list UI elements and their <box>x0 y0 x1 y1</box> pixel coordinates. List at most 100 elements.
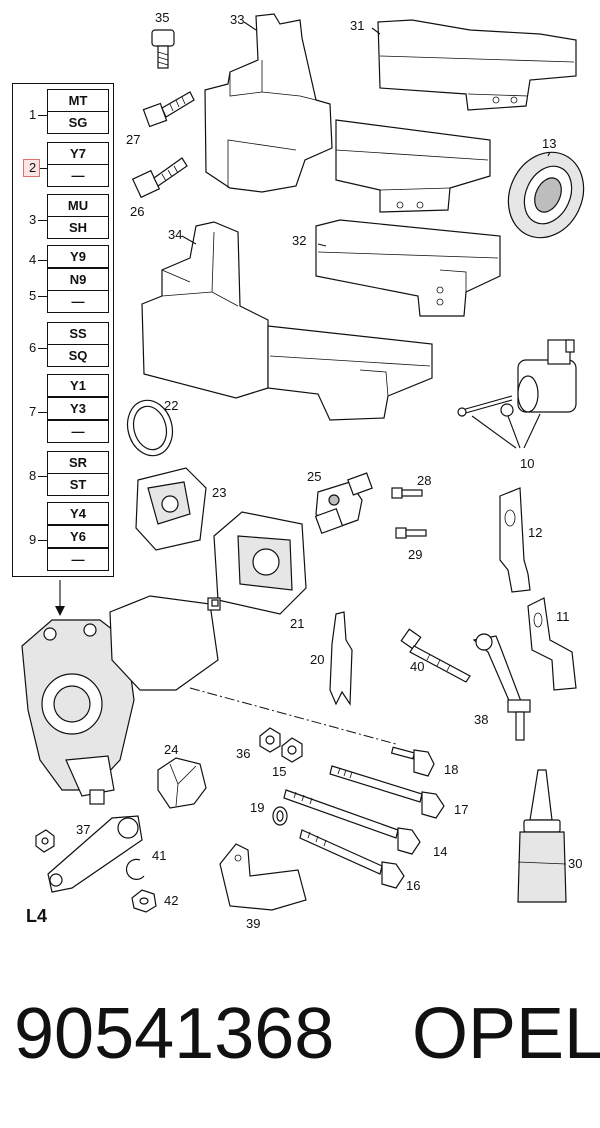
callout-11: 11 <box>556 609 570 624</box>
washer-19 <box>272 806 288 826</box>
pitman-arm-37 <box>47 815 143 893</box>
callout-16: 16 <box>406 878 420 893</box>
legend-code-y1: Y1 <box>47 374 109 397</box>
legend-code-y3: Y3 <box>47 397 109 420</box>
legend-num-4: 4 <box>29 252 37 267</box>
seal-ring-22 <box>126 399 174 457</box>
clip-41 <box>125 858 145 880</box>
callout-18: 18 <box>444 762 458 777</box>
option-code-legend <box>12 83 114 577</box>
legend-code-sh: SH <box>47 216 109 239</box>
legend-code-mu: MU <box>47 194 109 217</box>
callout-29: 29 <box>408 547 422 562</box>
callout-25: 25 <box>307 469 321 484</box>
callout-37: 37 <box>76 822 90 837</box>
bolt-16 <box>299 829 405 889</box>
legend-tick <box>38 476 47 477</box>
legend-tick <box>38 115 47 116</box>
callout-22: 22 <box>164 398 178 413</box>
legend-num-9: 9 <box>29 532 37 547</box>
tie-rod-38 <box>472 633 531 741</box>
legend-code-ss: SS <box>47 322 109 345</box>
legend-num-5: 5 <box>29 288 37 303</box>
callout-31: 31 <box>350 18 364 33</box>
callout-30: 30 <box>568 856 582 871</box>
diagram-label: L4 <box>26 906 47 926</box>
callout-40: 40 <box>410 659 424 674</box>
callout-42: 42 <box>164 893 178 908</box>
solenoid-10 <box>457 339 577 449</box>
legend-tick <box>38 220 47 221</box>
legend-tick <box>38 412 47 413</box>
legend-tick <box>38 348 47 349</box>
legend-num-8: 8 <box>29 468 37 483</box>
legend-tick <box>38 296 47 297</box>
callout-39: 39 <box>246 916 260 931</box>
heat-shield-33 <box>204 13 491 213</box>
part-number: 90541368 <box>14 994 335 1074</box>
legend-code-mt: MT <box>47 89 109 112</box>
brand-name: OPEL <box>412 994 600 1074</box>
legend-code-dash: — <box>47 420 109 443</box>
adhesive-bottle-30 <box>517 769 567 903</box>
callout-13: 13 <box>542 136 556 151</box>
grommet-23 <box>135 467 207 551</box>
highlight-marker <box>23 159 40 177</box>
legend-code-y4: Y4 <box>47 502 109 525</box>
callout-38: 38 <box>474 712 488 727</box>
callout-26: 26 <box>130 204 144 219</box>
legend-code-sg: SG <box>47 111 109 134</box>
legend-tick <box>38 540 47 541</box>
callout-34: 34 <box>168 227 182 242</box>
legend-code-st: ST <box>47 473 109 496</box>
legend-code-y9: Y9 <box>47 245 109 268</box>
bolt-17 <box>329 765 445 819</box>
bolt-28 <box>391 487 423 499</box>
legend-code-n9: N9 <box>47 268 109 291</box>
callout-19: 19 <box>250 800 264 815</box>
callout-27: 27 <box>126 132 140 147</box>
callout-32: 32 <box>292 233 306 248</box>
universal-joint-25 <box>314 472 373 534</box>
nut-42 <box>131 889 157 913</box>
legend-code-dash: — <box>47 164 109 187</box>
callout-23: 23 <box>212 485 226 500</box>
heat-shield-34 <box>141 221 433 421</box>
key-20 <box>329 611 353 706</box>
cap-24 <box>157 757 207 809</box>
callout-15: 15 <box>272 764 286 779</box>
legend-code-y7: Y7 <box>47 142 109 165</box>
pulley-13 <box>507 151 585 239</box>
callout-10: 10 <box>520 456 534 471</box>
legend-code-sq: SQ <box>47 344 109 367</box>
callout-21: 21 <box>290 616 304 631</box>
legend-num-6: 6 <box>29 340 37 355</box>
steering-gear <box>21 595 221 805</box>
legend-code-y6: Y6 <box>47 525 109 548</box>
bolt-27 <box>142 91 195 128</box>
callout-28: 28 <box>417 473 431 488</box>
bolt-29 <box>395 527 427 539</box>
callout-24: 24 <box>164 742 178 757</box>
bracket-39 <box>219 843 307 911</box>
callout-20: 20 <box>310 652 324 667</box>
heat-shield-31 <box>377 19 577 111</box>
bracket-11 <box>527 597 577 691</box>
bracket-12 <box>499 487 531 593</box>
callout-35: 35 <box>155 10 169 25</box>
legend-tick <box>40 168 47 169</box>
nut-36 <box>259 727 281 753</box>
legend-code-dash: — <box>47 290 109 313</box>
legend-code-dash: — <box>47 548 109 571</box>
legend-tick <box>38 260 47 261</box>
callout-labels: 35 33 31 27 13 26 34 32 22 10 23 25 28 1… <box>76 10 582 931</box>
bolt-35 <box>151 29 175 69</box>
legend-code-sr: SR <box>47 451 109 474</box>
callout-41: 41 <box>152 848 166 863</box>
nut-15 <box>281 737 303 763</box>
alignment-line <box>189 687 397 745</box>
callout-12: 12 <box>528 525 542 540</box>
callout-17: 17 <box>454 802 468 817</box>
bolt-14 <box>283 789 421 855</box>
